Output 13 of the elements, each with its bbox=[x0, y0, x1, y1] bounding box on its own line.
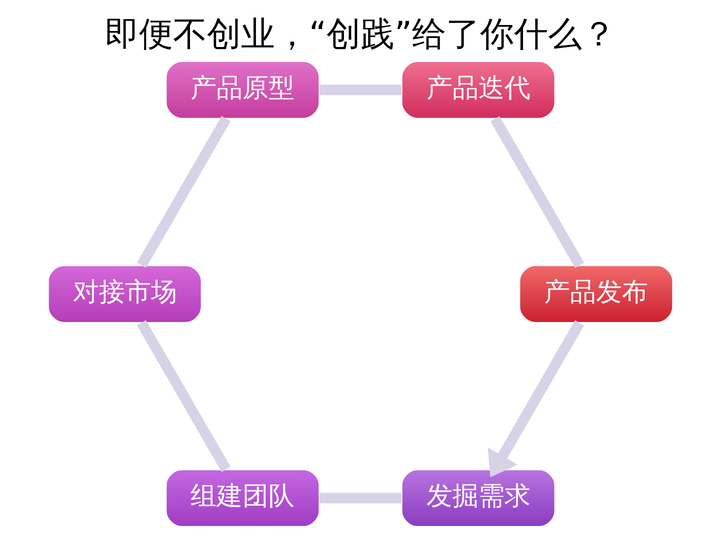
connector bbox=[136, 116, 230, 268]
connector bbox=[136, 320, 230, 472]
node-box: 发掘需求 bbox=[400, 468, 556, 528]
node-box: 产品迭代 bbox=[400, 60, 556, 120]
node-box: 产品原型 bbox=[164, 60, 320, 120]
diagram-title: 即便不创业，“创践”给了你什么？ bbox=[104, 14, 616, 54]
connector bbox=[319, 84, 402, 96]
connector bbox=[490, 116, 584, 268]
node-box: 产品发布 bbox=[518, 264, 673, 324]
arrow bbox=[487, 320, 584, 478]
node-box: 对接市场 bbox=[47, 264, 202, 324]
connector bbox=[318, 492, 401, 504]
node-box: 组建团队 bbox=[164, 468, 320, 528]
